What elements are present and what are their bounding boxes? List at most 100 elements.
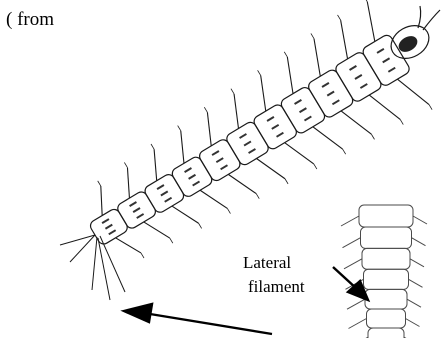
detail-segment: [365, 289, 407, 309]
lateral-filament: [257, 159, 285, 179]
filament-hair: [199, 223, 202, 228]
caption-text: ( from: [6, 10, 54, 30]
filament-hair: [204, 107, 207, 112]
segment-marking: [383, 58, 390, 62]
segment-marking: [300, 108, 307, 112]
segment-marking: [249, 149, 256, 153]
segment-marking: [332, 100, 339, 104]
segment-marking: [377, 49, 384, 53]
lateral-label-line1: Lateral: [243, 253, 291, 273]
segment-marking: [327, 92, 334, 96]
segment-marking: [189, 175, 196, 179]
segment-marking: [133, 208, 140, 212]
filament-hair: [231, 89, 234, 94]
detail-lateral-filament: [409, 279, 423, 287]
lateral-filament: [154, 149, 157, 181]
filament-hair: [170, 238, 173, 243]
detail-segment: [368, 328, 404, 338]
antenna: [423, 10, 440, 30]
lateral-filament: [341, 20, 348, 59]
arrow-to-tail-head: [124, 304, 152, 322]
detail-lateral-filament: [413, 216, 427, 224]
filament-hair: [364, 0, 367, 2]
segment-marking: [304, 116, 311, 120]
detail-segment: [364, 269, 409, 289]
lateral-filament: [181, 131, 184, 164]
segment-marking: [322, 83, 329, 87]
filament-hair: [285, 179, 288, 184]
filament-hair: [311, 33, 314, 38]
detail-segment: [367, 309, 406, 328]
tail-filament: [92, 237, 97, 290]
lateral-filament: [313, 127, 343, 149]
detail-lateral-filament: [344, 259, 362, 269]
detail-lateral-filament: [407, 299, 421, 307]
segment-marking: [272, 125, 279, 129]
segment-marking: [165, 198, 172, 202]
lateral-filament: [116, 238, 141, 253]
detail-segment: [359, 205, 413, 227]
tail-filament: [98, 238, 110, 300]
detail-lateral-filament: [347, 299, 365, 309]
arrow-to-tail-shaft: [150, 314, 272, 334]
segment-marking: [102, 219, 109, 223]
filament-hair: [258, 70, 261, 75]
lateral-filament: [369, 95, 400, 119]
lateral-filament: [285, 143, 314, 164]
lateral-filament: [367, 2, 375, 42]
pointer-arrows: [124, 267, 368, 334]
detail-lateral-filament: [349, 319, 367, 329]
filament-hair: [151, 144, 154, 149]
filament-hair: [256, 194, 259, 199]
filament-hair: [338, 15, 341, 20]
segment-marking: [193, 181, 200, 185]
lateral-filament: [144, 222, 170, 238]
filament-hair: [141, 253, 144, 258]
detail-lateral-filament: [406, 319, 420, 327]
segment-marking: [130, 202, 137, 206]
lateral-filament: [397, 79, 429, 104]
filament-hair: [343, 149, 346, 154]
segment-marking: [240, 134, 247, 138]
lateral-label-line2: filament: [248, 277, 305, 297]
filament-hair: [124, 162, 127, 167]
lateral-filament-detail-drawing: [341, 205, 427, 338]
segment-marking: [185, 168, 192, 172]
lateral-filament: [261, 75, 266, 111]
segment-marking: [277, 133, 284, 137]
lateral-filament: [228, 174, 256, 193]
filament-hair: [429, 105, 432, 110]
lateral-filament: [207, 112, 211, 146]
segment-marking: [109, 230, 116, 234]
lateral-filament: [341, 111, 371, 134]
filament-hair: [400, 119, 403, 124]
detail-lateral-filament: [341, 216, 359, 226]
lateral-filament: [101, 186, 102, 215]
lateral-filament: [287, 57, 293, 94]
segment-marking: [221, 165, 228, 169]
lateral-filament: [314, 39, 320, 77]
segment-marking: [161, 191, 168, 195]
segment-marking: [105, 225, 112, 229]
segment-marking: [360, 84, 367, 88]
detail-lateral-filament: [343, 238, 361, 248]
lateral-filament: [127, 168, 129, 199]
segment-marking: [137, 214, 144, 218]
filament-hair: [98, 181, 101, 186]
filament-hair: [284, 52, 287, 57]
filament-hair: [178, 126, 181, 131]
segment-marking: [350, 66, 357, 70]
lateral-filament: [172, 206, 199, 223]
segment-marking: [355, 75, 362, 79]
segment-marking: [295, 100, 302, 104]
segment-marking: [388, 68, 395, 72]
segment-marking: [157, 185, 164, 189]
segment-marking: [216, 158, 223, 162]
detail-segment: [361, 227, 412, 248]
segment-marking: [212, 151, 219, 155]
antenna: [418, 6, 421, 28]
filament-hair: [314, 164, 317, 169]
detail-lateral-filament: [412, 238, 426, 246]
